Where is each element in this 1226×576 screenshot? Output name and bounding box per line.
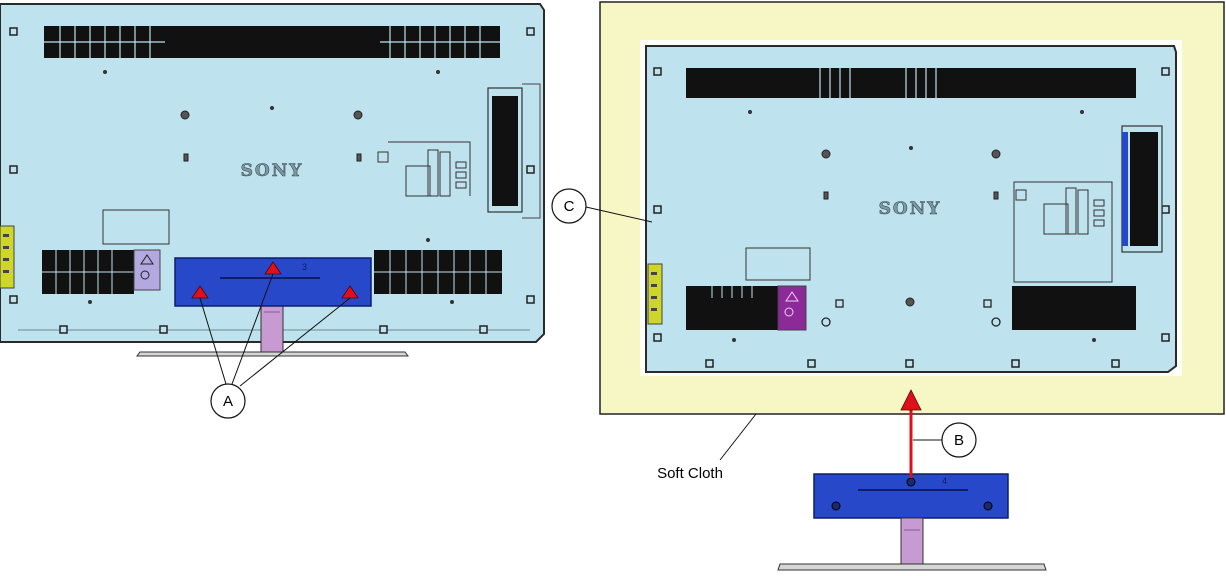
right-label-plate — [745, 247, 811, 281]
left-warning-label — [133, 249, 161, 291]
left-side-strip-marks — [3, 234, 9, 273]
detached-stand-neck — [900, 517, 924, 569]
right-bottom-right-vent — [1012, 286, 1136, 330]
right-warning-circle-icon — [784, 307, 794, 317]
left-connector-block — [377, 141, 471, 197]
callout-a-leaders — [199, 273, 351, 387]
callout-b: B — [913, 422, 977, 458]
left-side-cover-outline — [522, 83, 541, 219]
right-connector-block — [1013, 181, 1113, 283]
left-bottom-vent-slots — [42, 250, 502, 294]
left-side-connector-slot — [492, 96, 518, 206]
right-bottom-vent-slots — [711, 286, 753, 298]
callout-a: A — [210, 383, 246, 419]
svg-text:A: A — [223, 393, 233, 410]
detached-stand-pedestal — [777, 563, 1047, 571]
left-top-vent-slots — [44, 26, 500, 58]
left-stand-neck — [260, 299, 284, 355]
svg-text:B: B — [954, 432, 964, 449]
soft-cloth-leader — [719, 413, 757, 461]
left-bracket-number: 3 — [302, 262, 307, 272]
left-warning-triangle-icon — [140, 254, 154, 265]
right-top-vent-slots — [819, 68, 937, 98]
right-brand-logo: SONY — [879, 199, 942, 219]
left-stand-pedestal — [136, 351, 409, 357]
svg-text:C: C — [564, 198, 575, 215]
right-warning-label — [777, 285, 807, 331]
left-brand-logo: SONY — [241, 161, 304, 181]
arrow-up-icon — [900, 389, 922, 411]
left-tv-rear-view: SONY — [0, 3, 545, 387]
right-bottom-screw-holes — [821, 299, 1001, 327]
attach-direction-arrow — [900, 389, 922, 478]
soft-cloth-label: Soft Cloth — [657, 465, 723, 482]
right-panel-dots — [732, 110, 1096, 342]
detached-bracket-screws — [831, 477, 993, 511]
right-warning-triangle-icon — [785, 291, 799, 302]
right-tv-on-soft-cloth: SONY — [599, 1, 1225, 461]
left-label-plate — [102, 209, 170, 245]
right-top-vent — [686, 68, 1136, 98]
left-warning-circle-icon — [140, 270, 150, 280]
right-side-connector-blue — [1122, 132, 1128, 246]
callout-c: C — [551, 188, 653, 224]
detached-stand: 4 — [777, 473, 1047, 571]
left-vesa-holes — [180, 110, 363, 162]
right-side-strip-marks — [651, 272, 657, 311]
right-side-connector-slot — [1130, 132, 1158, 246]
left-corner-screws — [9, 27, 535, 334]
right-vesa-holes — [821, 149, 1001, 307]
detached-bracket-number: 4 — [942, 476, 947, 486]
left-panel-dots — [88, 70, 454, 304]
